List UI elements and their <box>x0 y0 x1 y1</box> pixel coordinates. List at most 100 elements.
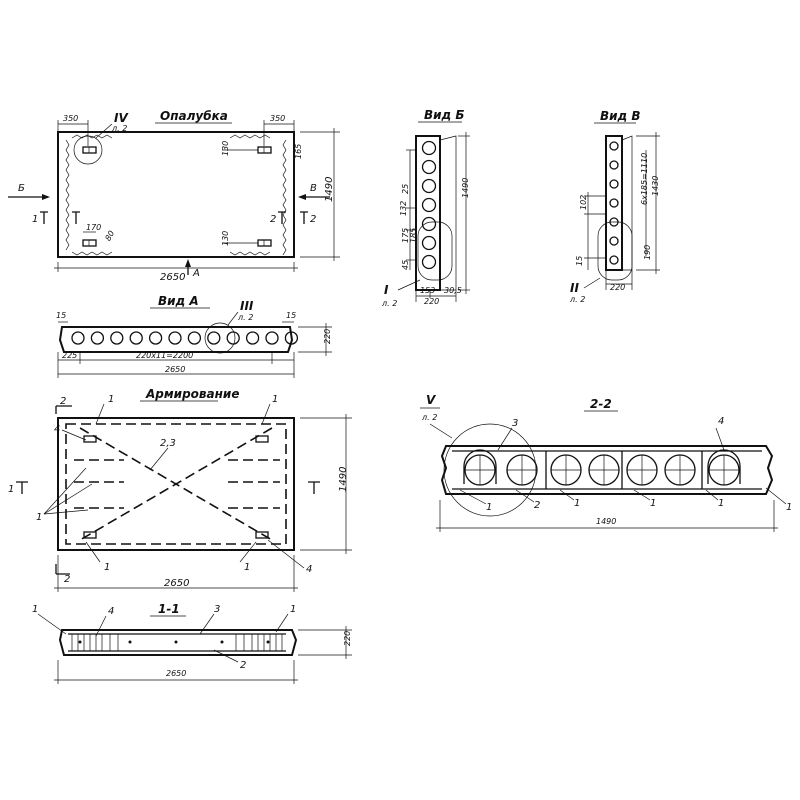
cut-label: 1 <box>8 484 14 495</box>
dim-190: 190 <box>643 245 652 260</box>
bar-mark: 1 <box>574 498 580 509</box>
bar-mark: 1 <box>244 562 250 573</box>
formwork-title: Опалубка <box>160 109 228 123</box>
view-b: Вид Б 1490 25 132 175 185 45 153 30,5 22… <box>381 108 470 308</box>
callout-label: II <box>570 281 579 295</box>
core-hole <box>609 236 619 246</box>
dim-220: 220 <box>424 297 439 306</box>
view-v: Вид В 6х185=1110 1430 190 102 15 220 II … <box>569 109 660 304</box>
dim-220: 220 <box>343 631 352 646</box>
dim-225: 225 <box>62 351 77 360</box>
core-holes <box>463 449 741 486</box>
bar-dots <box>78 640 270 644</box>
arrow-a-label: А <box>192 268 200 279</box>
detail-callout-outline <box>417 221 453 281</box>
dim-15: 15 <box>575 256 584 266</box>
bar-mark: 3 <box>214 604 220 615</box>
cut-label: 2 <box>60 396 66 407</box>
dim-350-left: 350 <box>63 114 78 123</box>
dim-132: 132 <box>399 201 408 216</box>
reinforcement-outline <box>57 417 295 551</box>
dim-1430: 1430 <box>651 176 660 196</box>
cut-label: 2 <box>310 214 316 225</box>
section-22-title: 2-2 <box>590 397 612 411</box>
callout-label: V <box>426 393 437 407</box>
lifting-loop <box>82 239 97 247</box>
section-11-outline <box>58 629 298 656</box>
core-hole <box>421 197 437 213</box>
core-hole <box>421 178 437 194</box>
dim-2650: 2650 <box>165 365 185 374</box>
bar-dot <box>220 640 224 644</box>
arrow-b-label: Б <box>18 183 25 194</box>
dim-45: 45 <box>401 260 410 270</box>
bar-mark: 4 <box>306 564 312 575</box>
callout-sheet: л. 2 <box>421 413 437 422</box>
bar-mark: 1 <box>36 512 42 523</box>
callout-sheet: л. 2 <box>569 295 585 304</box>
core-hole <box>226 331 240 345</box>
bar-dot <box>78 640 82 644</box>
dim-80: 80 <box>103 229 116 242</box>
view-b-title: Вид Б <box>424 108 465 122</box>
core-hole <box>148 331 163 345</box>
dim-1490: 1490 <box>338 467 349 492</box>
formwork-outline <box>57 131 295 258</box>
lifting-loop <box>463 449 497 484</box>
dim-pitch: 6х185=1110 <box>640 153 649 205</box>
dim-1490: 1490 <box>324 177 335 202</box>
lifting-loop <box>82 146 97 154</box>
core-hole <box>245 331 260 345</box>
dim-pitch: 220х11=2200 <box>136 351 193 360</box>
bar-mark: 1 <box>32 604 38 615</box>
dim-15: 15 <box>56 311 66 320</box>
dim-30-5: 30,5 <box>444 286 462 295</box>
bar-mark: 1 <box>786 502 792 513</box>
callout-label: IV <box>114 111 129 125</box>
dim-185: 185 <box>409 228 418 243</box>
bar-mark: 2 <box>240 660 246 671</box>
bar-dot <box>128 640 132 644</box>
dim-153: 153 <box>420 286 435 295</box>
section-2-2: 2-2 V л. 2 3 4 1 2 1 1 1 1 1490 <box>420 393 792 532</box>
view-a-title: Вид А <box>158 294 199 308</box>
dim-350-right: 350 <box>270 114 285 123</box>
formwork-view: Опалубка IV л. 2 350 350 130 16 <box>8 109 340 283</box>
dim-2650: 2650 <box>164 578 189 589</box>
dim-220: 220 <box>323 329 332 344</box>
dim-170: 170 <box>86 223 101 232</box>
view-a: Вид А III л. 2 15 15 225 220х11=2200 265… <box>56 294 332 378</box>
core-hole <box>609 198 619 208</box>
core-hole <box>110 331 124 345</box>
callout-sheet: л. 2 <box>111 124 127 133</box>
bar-mark: 1 <box>486 502 492 513</box>
dim-130: 130 <box>221 141 230 156</box>
view-b-outline <box>415 135 441 291</box>
core-hole <box>609 141 619 151</box>
core-hole <box>421 235 437 251</box>
bar-mark: 4 <box>718 416 724 427</box>
dim-165: 165 <box>294 144 303 159</box>
arrow-v-label: В <box>310 183 317 194</box>
callout-sheet: л. 2 <box>381 299 397 308</box>
core-hole <box>168 331 182 345</box>
core-hole <box>609 160 619 170</box>
core-hole <box>265 331 279 345</box>
stirrups <box>71 634 283 651</box>
view-a-outline <box>58 326 294 353</box>
bar-mark: 1 <box>104 562 110 573</box>
reinforcement-title: Армирование <box>145 387 239 401</box>
dim-25: 25 <box>401 184 410 194</box>
callout-label: I <box>384 283 389 297</box>
callout-label: III <box>240 299 254 313</box>
core-holes <box>609 141 619 265</box>
reinforcement-view: Армирование 1 1 4 2,3 1 1 1 4 <box>8 387 352 592</box>
dim-1490: 1490 <box>461 178 470 198</box>
bar-mark: 1 <box>718 498 724 509</box>
cut-label: 2 <box>64 574 70 585</box>
dim-130: 130 <box>221 231 230 246</box>
dim-220: 220 <box>610 283 625 292</box>
dim-2650: 2650 <box>160 272 185 283</box>
bar-mark: 3 <box>512 418 518 429</box>
